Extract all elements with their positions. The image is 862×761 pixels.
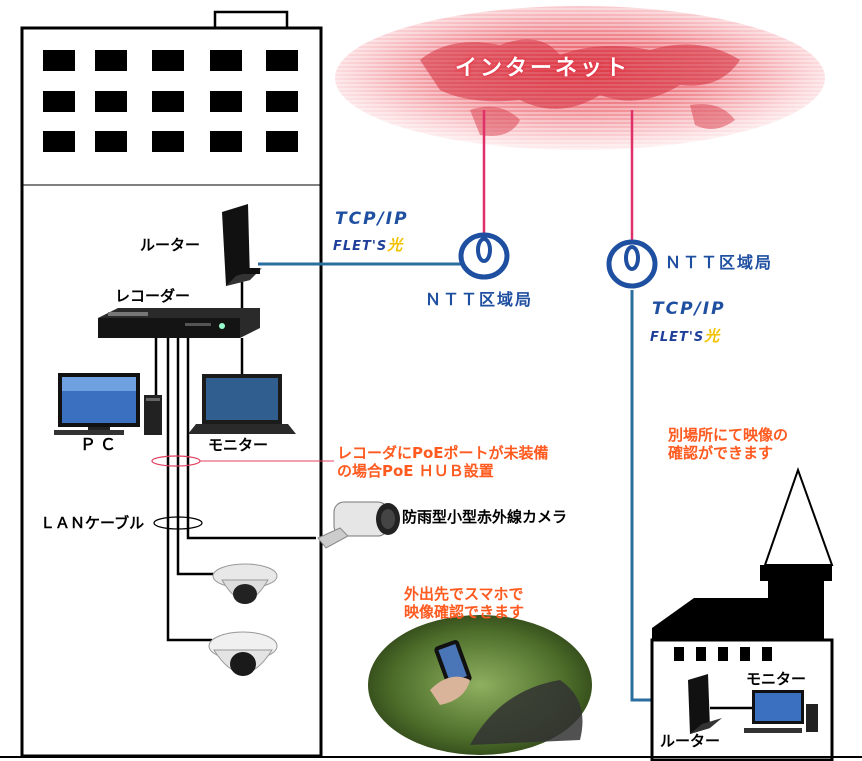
smartphone-photo (368, 615, 592, 755)
monitor-label: モニター (208, 436, 269, 454)
laptop-monitor-icon (188, 374, 296, 434)
remote-note-line2: 確認ができます (668, 444, 774, 462)
remote-router-label: ルーター (660, 732, 721, 750)
ntt-office-left-icon (458, 232, 510, 280)
dome-camera-lower-icon (208, 631, 278, 676)
flets-text: FLET'S (650, 330, 705, 345)
bullet-camera-icon (317, 501, 400, 549)
flets-logo-left: FLET'S光 (333, 236, 403, 256)
tcp-ip-label-right: TCP/IP (652, 299, 726, 319)
router-label: ルーター (140, 236, 201, 254)
flets-mark: 光 (704, 327, 721, 345)
pc-label: ＰＣ (80, 435, 121, 454)
ntt-office-label-left: ＮＴＴ区域局 (425, 290, 534, 309)
remote-church-building (650, 466, 834, 761)
internet-cloud (335, 6, 825, 150)
dome-camera-upper-icon (212, 563, 278, 604)
building-windows (43, 50, 298, 152)
remote-note-line1: 別場所にて映像の (668, 426, 789, 444)
ntt-office-label-right: ＮＴＴ区域局 (665, 253, 774, 272)
smartphone-note-line1: 外出先でスマホで (404, 585, 524, 603)
remote-monitor-icon (744, 690, 818, 733)
pc-icon (54, 373, 162, 435)
poe-note-line2: の場合PoE ＨＵＢ設置 (337, 462, 494, 480)
tcp-ip-label-left: TCP/IP (335, 209, 409, 229)
poe-note-line1: レコーダにPoEポートが未装備 (337, 444, 549, 462)
smartphone-note-line2: 映像確認できます (404, 603, 525, 621)
flets-text: FLET'S (333, 239, 388, 254)
camera-label: 防雨型小型赤外線カメラ (402, 508, 568, 526)
flets-mark: 光 (387, 236, 404, 254)
lan-cable-label: ＬＡＮケーブル (40, 514, 145, 532)
lan-ring (153, 516, 203, 530)
ntt-office-right-icon (606, 239, 658, 289)
flets-logo-right: FLET'S光 (650, 327, 720, 347)
recorder-label: レコーダー (115, 287, 191, 305)
router-icon (222, 204, 262, 286)
remote-monitor-label: モニター (746, 670, 807, 688)
internet-label: インターネット (455, 56, 631, 81)
remote-router-icon (688, 674, 722, 734)
camera-cables (148, 338, 316, 642)
recorder-icon (98, 308, 260, 338)
